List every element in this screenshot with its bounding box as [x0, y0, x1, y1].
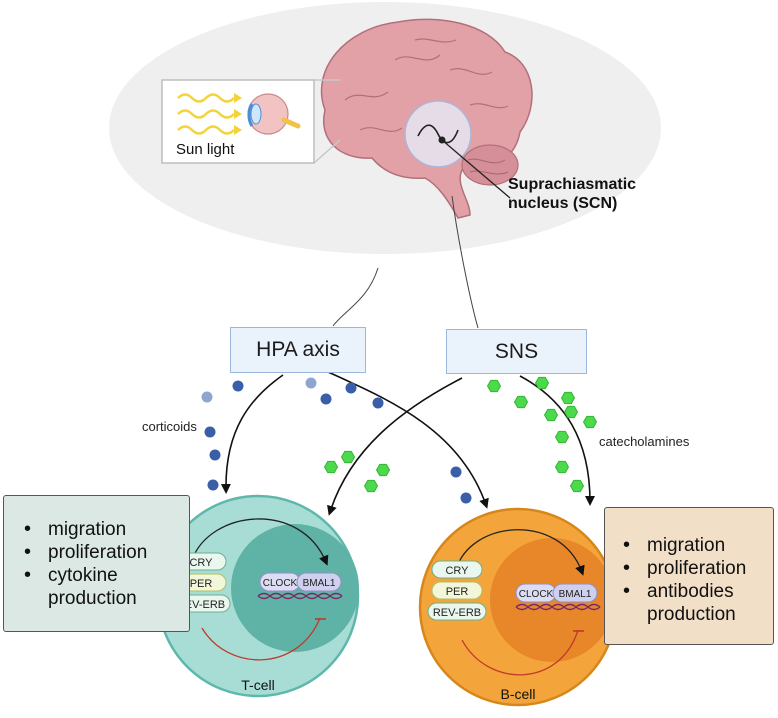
corticoid-molecule-icon — [320, 393, 332, 405]
catecholamine-molecule-icon — [486, 379, 502, 393]
b-cell-gene-reverb — [427, 602, 487, 621]
sns-box: SNS — [446, 329, 587, 374]
catecholamine-molecule-icon — [375, 463, 391, 477]
b-cell-outcome-item: proliferation — [617, 557, 769, 580]
t-cell-clock-label: CLOCK — [263, 578, 298, 589]
b-cell-name: B-cell — [500, 686, 535, 702]
t-cell-dna — [257, 592, 343, 600]
corticoid-molecule-icon — [201, 391, 213, 403]
b-cell-repression-arc — [461, 629, 579, 676]
brain-to-sns-line — [451, 195, 479, 329]
b-cell-gene-label: PER — [446, 586, 469, 598]
sns-label: SNS — [494, 339, 539, 363]
b-cell-gene-label: CRY — [445, 565, 469, 577]
corticoid-molecule-icon — [207, 479, 219, 491]
corticoid-molecule-icon — [232, 380, 244, 392]
corticoid-molecules — [201, 377, 472, 504]
scn-label-line1: Suprachiasmatic — [508, 176, 636, 193]
catecholamine-molecule-icon — [554, 460, 570, 474]
hpa-axis-label: HPA axis — [256, 338, 340, 361]
t-cell-repression-arc — [201, 617, 321, 661]
corticoid-molecule-icon — [372, 397, 384, 409]
catecholamines-label: catecholamines — [599, 434, 690, 449]
sunlight-label: Sun light — [176, 141, 235, 158]
b-cell-outcomes-box: migration proliferation antibodies produ… — [604, 507, 774, 645]
corticoid-molecule-icon — [209, 449, 221, 461]
eye-icon — [247, 93, 301, 135]
b-cell-outcome-item: antibodies production — [617, 580, 759, 626]
hpa-to-bcell-arrow — [327, 371, 489, 509]
b-cell-feedback-arc — [455, 529, 585, 576]
corticoid-molecule-icon — [305, 377, 317, 389]
light-arrowheads — [234, 93, 242, 135]
catecholamine-molecule-icon — [340, 450, 356, 464]
b-cell-clock-label: CLOCK — [519, 589, 554, 600]
catecholamine-molecule-icon — [582, 415, 598, 429]
hpa-axis-box: HPA axis — [230, 327, 366, 373]
corticoid-molecule-icon — [450, 466, 462, 478]
catecholamine-molecule-icon — [563, 405, 579, 419]
b-cell-gene-label: REV-ERB — [433, 607, 481, 619]
t-cell-gene-label: PER — [190, 578, 213, 590]
catecholamine-molecule-icon — [323, 460, 339, 474]
b-cell-bmal-pill — [552, 583, 598, 603]
t-cell-bmal-label: BMAL1 — [303, 578, 336, 589]
t-cell-outcomes-list: migration proliferation cytokine product… — [18, 518, 183, 610]
catecholamine-molecule-icon — [569, 479, 585, 493]
t-cell-outcome-item: cytokine production — [18, 564, 160, 610]
b-cell-outcomes-list: migration proliferation antibodies produ… — [617, 534, 769, 626]
b-cell-bmal-label: BMAL1 — [559, 589, 592, 600]
scn-leader-line — [441, 139, 511, 199]
catecholamine-molecule-icon — [560, 391, 576, 405]
b-cell-outcome-item: migration — [617, 534, 769, 557]
scn-label-line2: nucleus (SCN) — [508, 195, 617, 212]
t-cell-feedback-arc — [191, 518, 329, 566]
catecholamine-molecule-icon — [513, 395, 529, 409]
catecholamine-molecules — [323, 376, 598, 493]
sns-to-tcell-arrow — [327, 377, 463, 516]
t-cell: CRY PER REV-ERB CLOCK BMAL1 T-cell — [156, 494, 360, 698]
scn-wave — [417, 124, 459, 144]
corticoid-molecule-icon — [204, 426, 216, 438]
t-cell-bmal-pill — [296, 572, 342, 592]
hpa-to-tcell-arrow — [220, 374, 284, 494]
brain-to-hpa-line — [332, 267, 379, 327]
b-cell-gene-per — [431, 581, 483, 600]
b-cell-dna — [515, 603, 601, 611]
t-cell-outcome-item: proliferation — [18, 541, 183, 564]
catecholamine-molecule-icon — [534, 376, 550, 390]
corticoids-label: corticoids — [142, 419, 197, 434]
catecholamine-molecule-icon — [554, 430, 570, 444]
b-cell-gene-cry — [431, 560, 483, 579]
catecholamine-molecule-icon — [363, 479, 379, 493]
t-cell-outcomes-box: migration proliferation cytokine product… — [3, 495, 190, 632]
b-cell: CRY PER REV-ERB CLOCK BMAL1 B-cell — [418, 507, 618, 707]
corticoid-molecule-icon — [460, 492, 472, 504]
t-cell-name: T-cell — [241, 677, 274, 693]
light-wave-icon — [177, 93, 235, 135]
t-cell-outcome-item: migration — [18, 518, 183, 541]
inset-callout-lines — [313, 79, 341, 164]
t-cell-gene-label: CRY — [189, 557, 213, 569]
catecholamine-molecule-icon — [543, 408, 559, 422]
sns-to-bcell-arrow — [519, 375, 595, 506]
corticoid-molecule-icon — [345, 382, 357, 394]
